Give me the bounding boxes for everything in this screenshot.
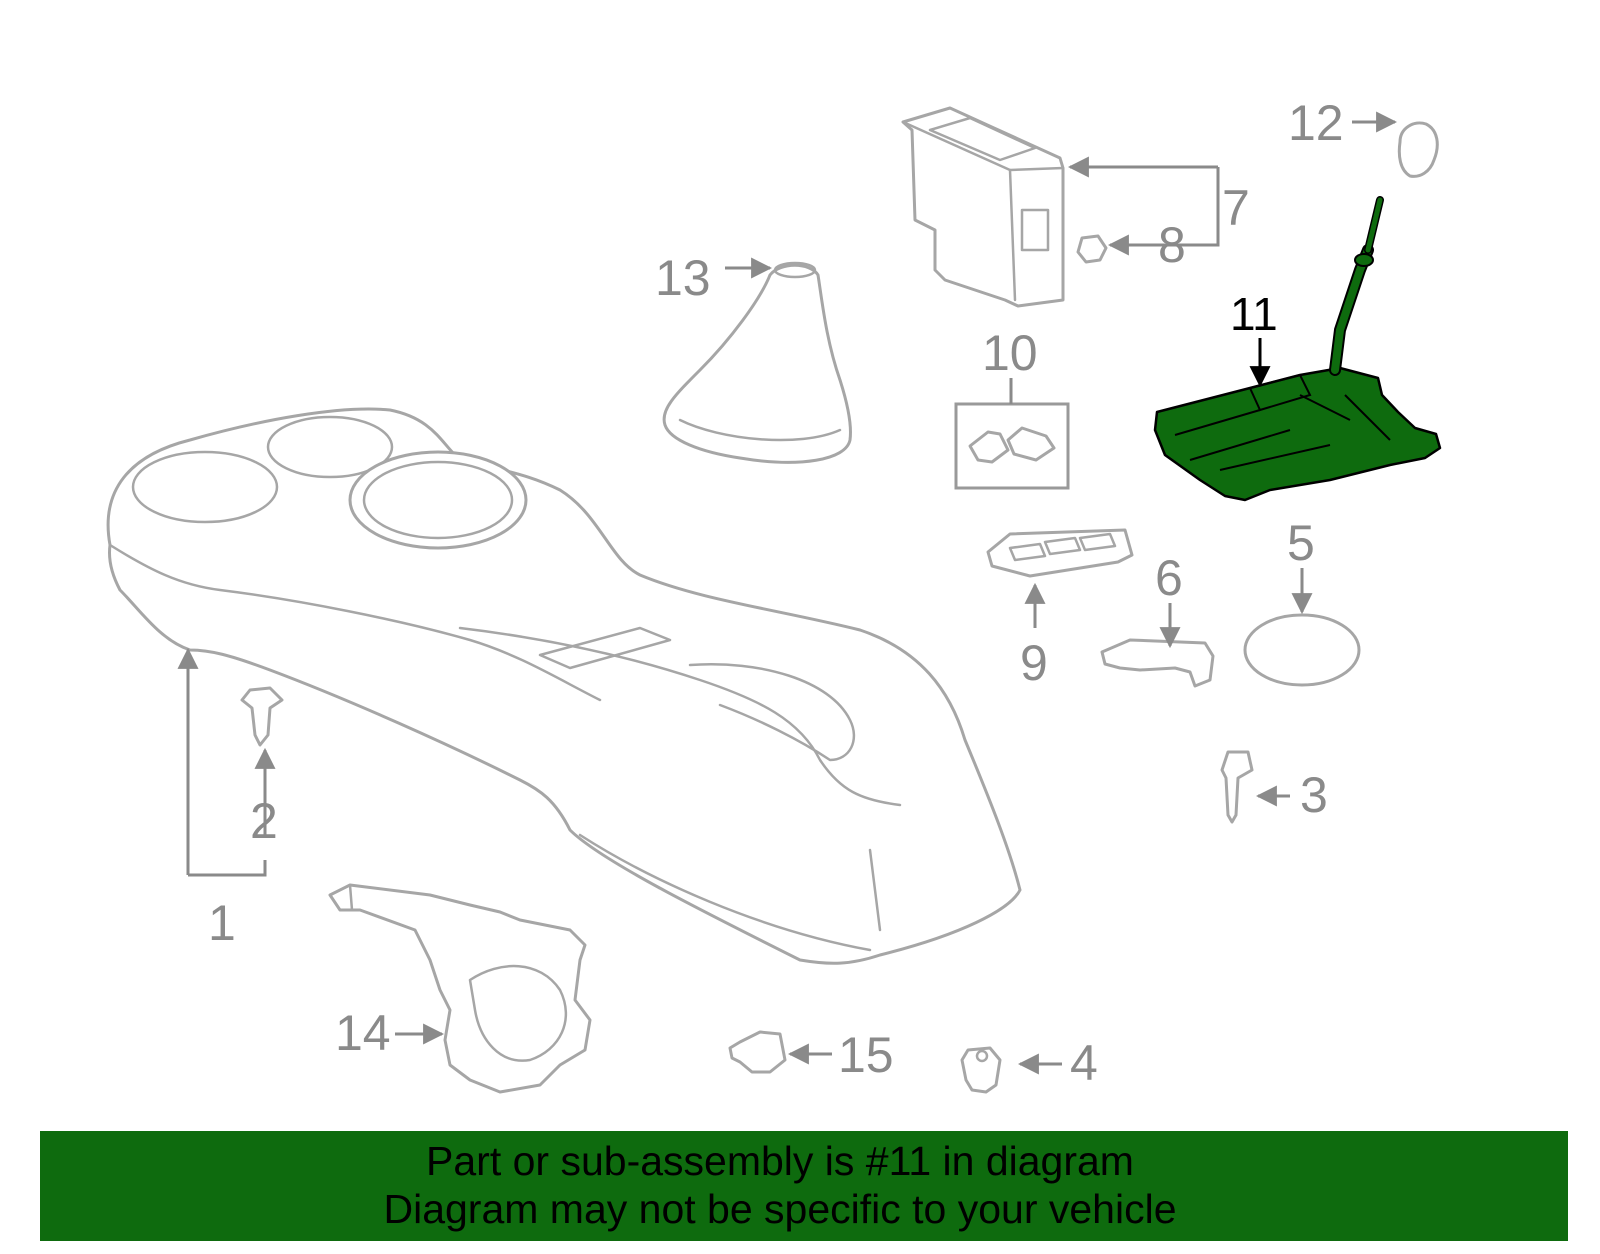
callout-15: 15 xyxy=(838,1027,894,1083)
callout-7: 7 xyxy=(1222,180,1250,236)
callout-1: 1 xyxy=(208,895,236,951)
callout-3: 3 xyxy=(1300,767,1328,823)
retainer-part-8[interactable] xyxy=(1076,234,1108,264)
info-banner: Part or sub-assembly is #11 in diagram D… xyxy=(40,1131,1568,1241)
callout-6: 6 xyxy=(1155,550,1183,606)
callout-10: 10 xyxy=(982,325,1038,381)
banner-part-note: Part or sub-assembly is #11 in diagram xyxy=(426,1138,1134,1184)
callout-14: 14 xyxy=(335,1005,391,1061)
bezel-part-9[interactable] xyxy=(986,528,1134,578)
shifter-assembly-part-11[interactable] xyxy=(1153,196,1442,502)
callout-2: 2 xyxy=(250,793,278,849)
connector-part-15[interactable] xyxy=(728,1030,787,1074)
leader-1-bracket xyxy=(188,860,267,877)
callout-8: 8 xyxy=(1158,217,1186,273)
clip-part-2[interactable] xyxy=(240,686,284,747)
banner-vehicle-disclaimer: Diagram may not be specific to your vehi… xyxy=(383,1186,1177,1232)
bracket-part-6[interactable] xyxy=(1100,638,1215,688)
clip-box-part-10[interactable] xyxy=(954,402,1070,490)
seal-part-5[interactable] xyxy=(1243,613,1361,687)
callout-5: 5 xyxy=(1287,515,1315,571)
leader-7-bracket xyxy=(1126,167,1220,247)
callout-11: 11 xyxy=(1230,288,1278,340)
parking-brake-part-14[interactable] xyxy=(328,883,592,1094)
knob-part-12[interactable] xyxy=(1397,121,1439,178)
callout-9: 9 xyxy=(1020,635,1048,691)
shift-boot-part-13[interactable] xyxy=(662,261,852,464)
clip-part-4[interactable] xyxy=(960,1046,1002,1094)
callout-12: 12 xyxy=(1288,95,1344,151)
callout-4: 4 xyxy=(1070,1035,1098,1091)
switch-part-7[interactable] xyxy=(901,106,1065,308)
callout-13: 13 xyxy=(655,250,711,306)
screw-part-3[interactable] xyxy=(1220,750,1254,824)
center-console-part[interactable] xyxy=(106,407,1022,965)
